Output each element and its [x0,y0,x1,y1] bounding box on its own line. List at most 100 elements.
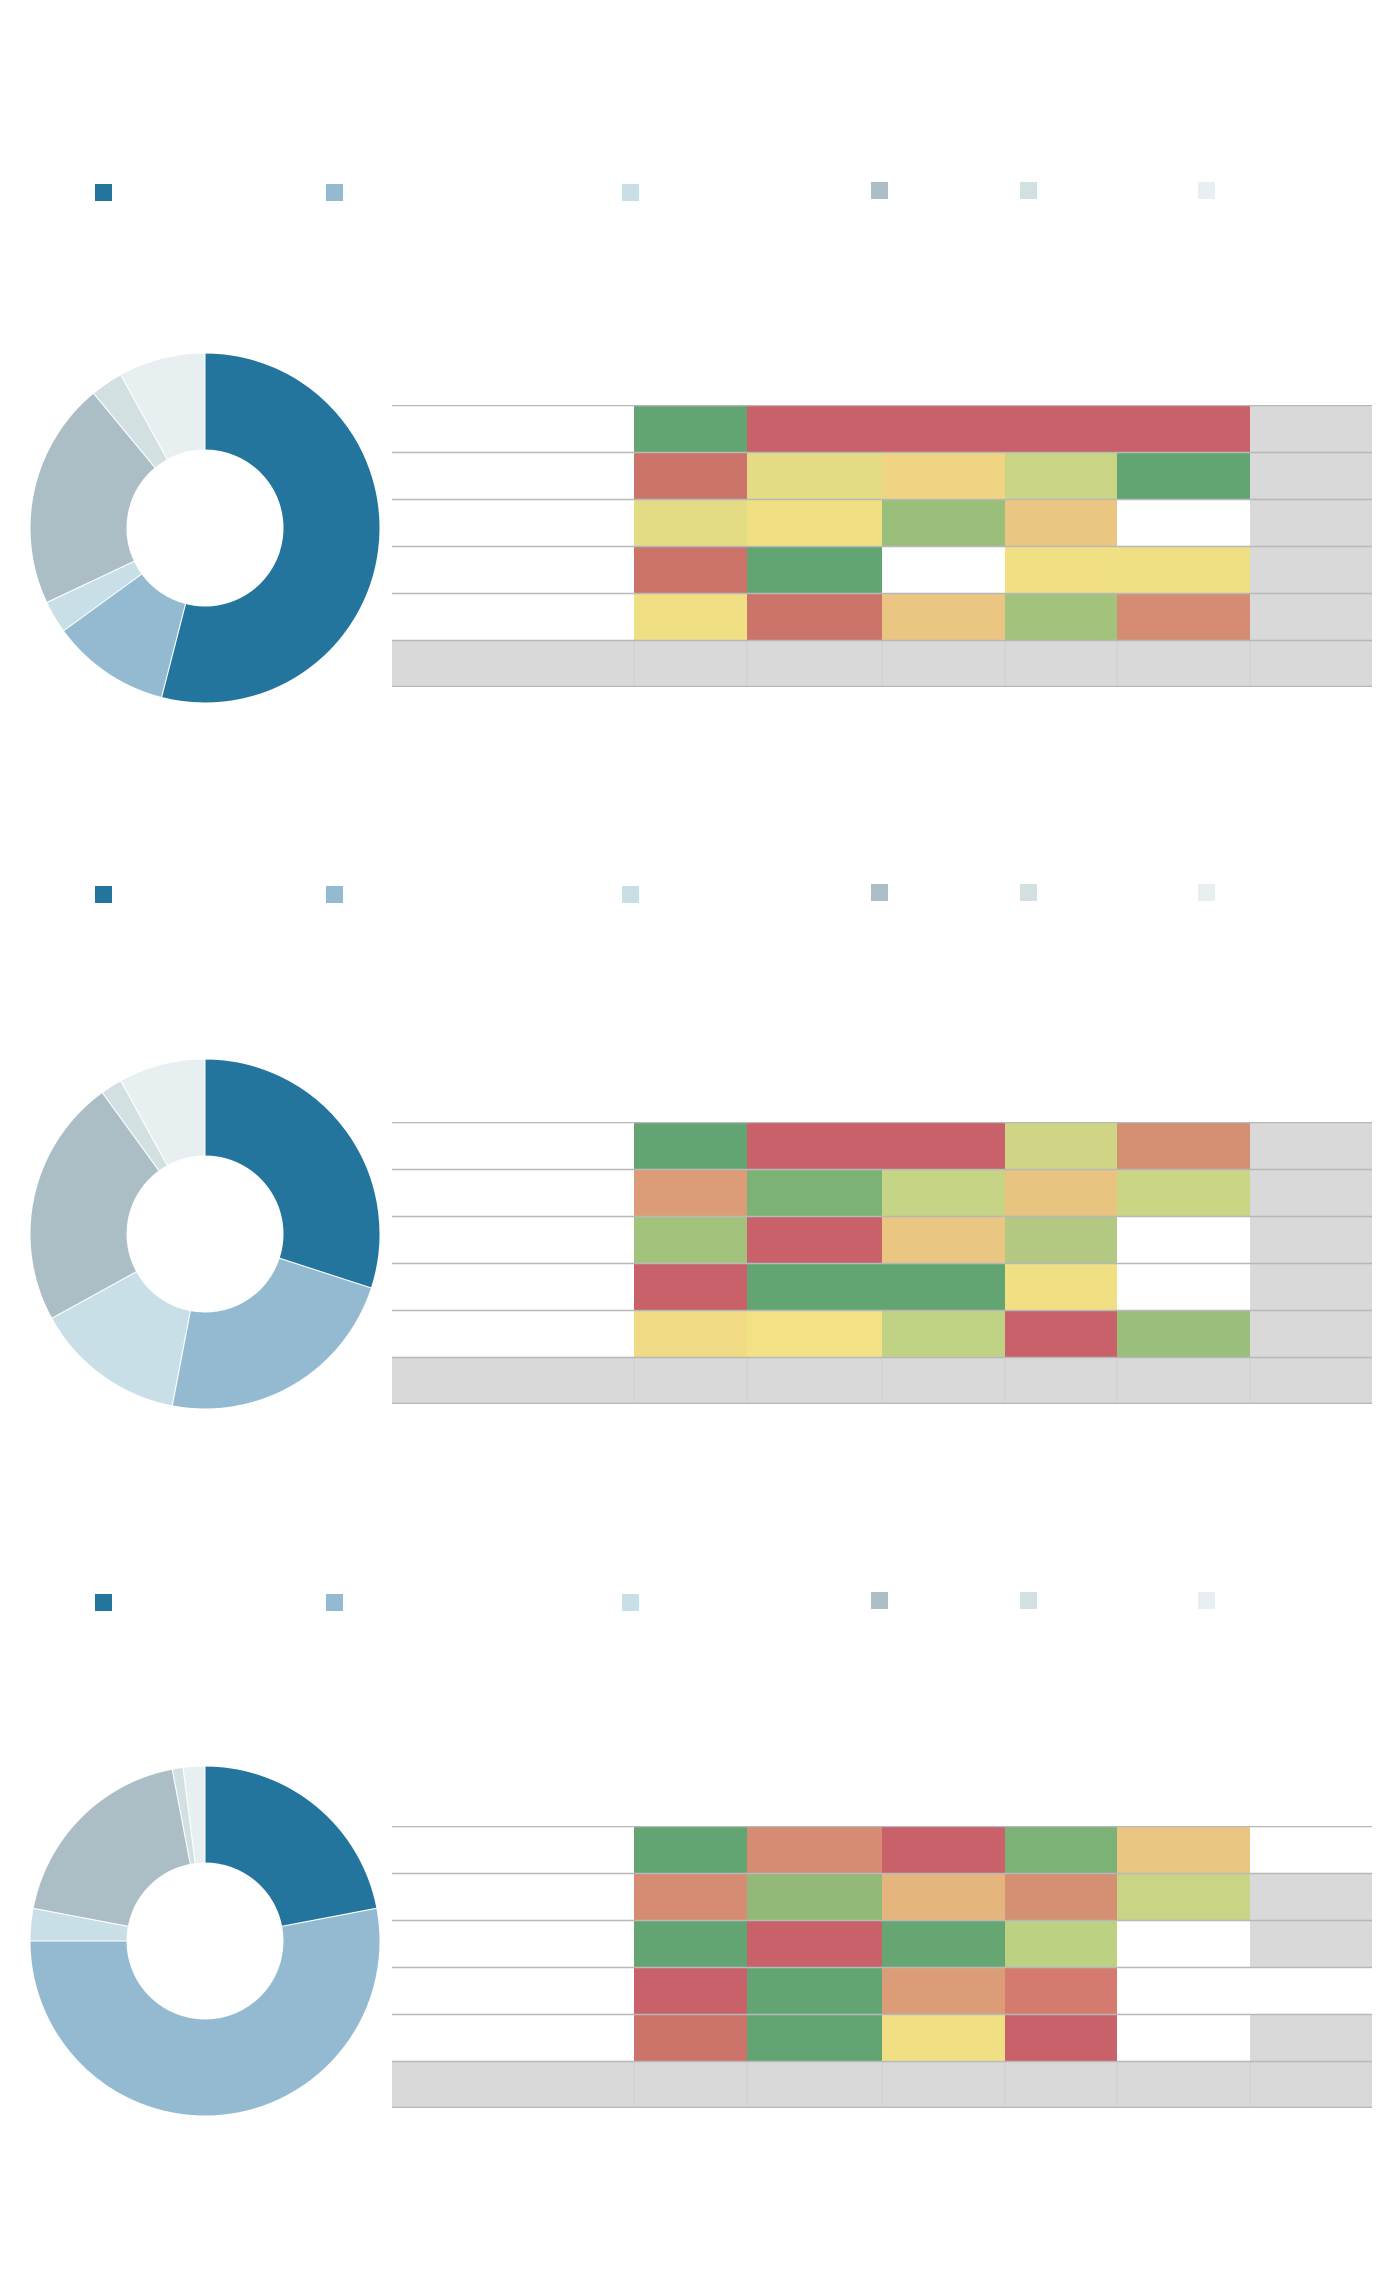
legend [0,1570,1400,1630]
donut-chart [30,1766,380,2116]
legend-swatch-5 [1020,182,1037,199]
heatmap-cell [1005,1310,1117,1357]
table-row [392,1216,1372,1263]
heatmap-cell [634,1920,747,1967]
total-row [392,1357,1372,1404]
heatmap-cell [747,593,882,640]
donut-slice [160,353,380,703]
heatmap-cell [1117,1310,1250,1357]
heatmap-cell [747,1826,882,1873]
heatmap-cell [882,452,1005,499]
heatmap-cell [1005,546,1117,593]
row-label-cell [392,1826,634,1873]
heatmap-cell [1117,1122,1250,1169]
table-row [392,405,1372,452]
total-column-cell [1250,452,1372,499]
heatmap-cell [634,1263,747,1310]
total-column-cell [1250,1873,1372,1920]
heatmap-cell [634,1169,747,1216]
heatmap [392,1122,1372,1404]
row-label-cell [392,1122,634,1169]
legend-swatch-6 [1198,1592,1215,1609]
total-row [392,640,1372,687]
total-column-cell [1250,1310,1372,1357]
heatmap-cell [882,1967,1005,2014]
legend-swatch-6 [1198,182,1215,199]
total-column-cell [1250,1967,1372,2014]
heatmap-cell [1117,593,1250,640]
table-row [392,1920,1372,1967]
heatmap-cell [1005,1826,1117,1873]
heatmap-cell [1117,1216,1250,1263]
legend-swatch-1 [95,184,112,201]
row-label-cell [392,593,634,640]
total-column-cell [1250,1169,1372,1216]
heatmap-cell [1117,1169,1250,1216]
heatmap-cell [747,499,882,546]
donut-slice [120,1059,206,1167]
donut-slice [204,1059,380,1289]
total-column-cell [1250,1263,1372,1310]
donut-slice [30,392,156,604]
heatmap-cell [882,1310,1005,1357]
legend-swatch-5 [1020,1592,1037,1609]
heatmap-cell [634,1873,747,1920]
heatmap-cell [634,593,747,640]
row-label-cell [392,1169,634,1216]
heatmap-cell [1117,1967,1250,2014]
heatmap-cell [882,1122,1005,1169]
total-column-cell [1250,1920,1372,1967]
heatmap-cell [1005,1216,1117,1263]
heatmap-cell [1005,1920,1117,1967]
row-label-cell [392,1873,634,1920]
heatmap-cell [747,1216,882,1263]
heatmap-cell [747,452,882,499]
heatmap-cell [882,1826,1005,1873]
table-row [392,452,1372,499]
heatmap-cell [882,405,1005,452]
heatmap-cell [634,405,747,452]
donut-slice [30,1907,380,2116]
legend-swatch-4 [871,884,888,901]
heatmap-cell [882,1920,1005,1967]
heatmap [392,405,1372,687]
donut-slice [182,1766,206,1865]
heatmap-cell [747,1873,882,1920]
heatmap-cell [634,1310,747,1357]
total-column-cell [1250,405,1372,452]
row-label-cell [392,1216,634,1263]
heatmap-cell [634,546,747,593]
legend-swatch-4 [871,182,888,199]
heatmap-cell [747,2014,882,2061]
row-label-cell [392,1920,634,1967]
row-label-cell [392,546,634,593]
heatmap-cell [1117,546,1250,593]
heatmap-cell [634,1967,747,2014]
legend [0,160,1400,220]
donut-slice [32,1768,191,1927]
row-label-cell [392,452,634,499]
heatmap-cell [1005,1967,1117,2014]
donut-chart [30,1059,380,1409]
heatmap-cell [634,2014,747,2061]
heatmap-cell [882,1216,1005,1263]
legend [0,862,1400,922]
legend-swatch-1 [95,1594,112,1611]
heatmap-table [392,1826,1372,2108]
legend-swatch-2 [326,886,343,903]
total-column-cell [1250,499,1372,546]
legend-swatch-3 [622,1594,639,1611]
total-column-cell [1250,593,1372,640]
heatmap-cell [747,1122,882,1169]
heatmap-cell [1117,1920,1250,1967]
legend-swatch-3 [622,886,639,903]
table-row [392,499,1372,546]
row-label-cell [392,1310,634,1357]
row-label-cell [392,2014,634,2061]
heatmap-cell [882,1873,1005,1920]
heatmap-cell [1005,1873,1117,1920]
heatmap-cell [1005,405,1117,452]
heatmap-table [392,405,1372,687]
table-row [392,593,1372,640]
table-row [392,1873,1372,1920]
